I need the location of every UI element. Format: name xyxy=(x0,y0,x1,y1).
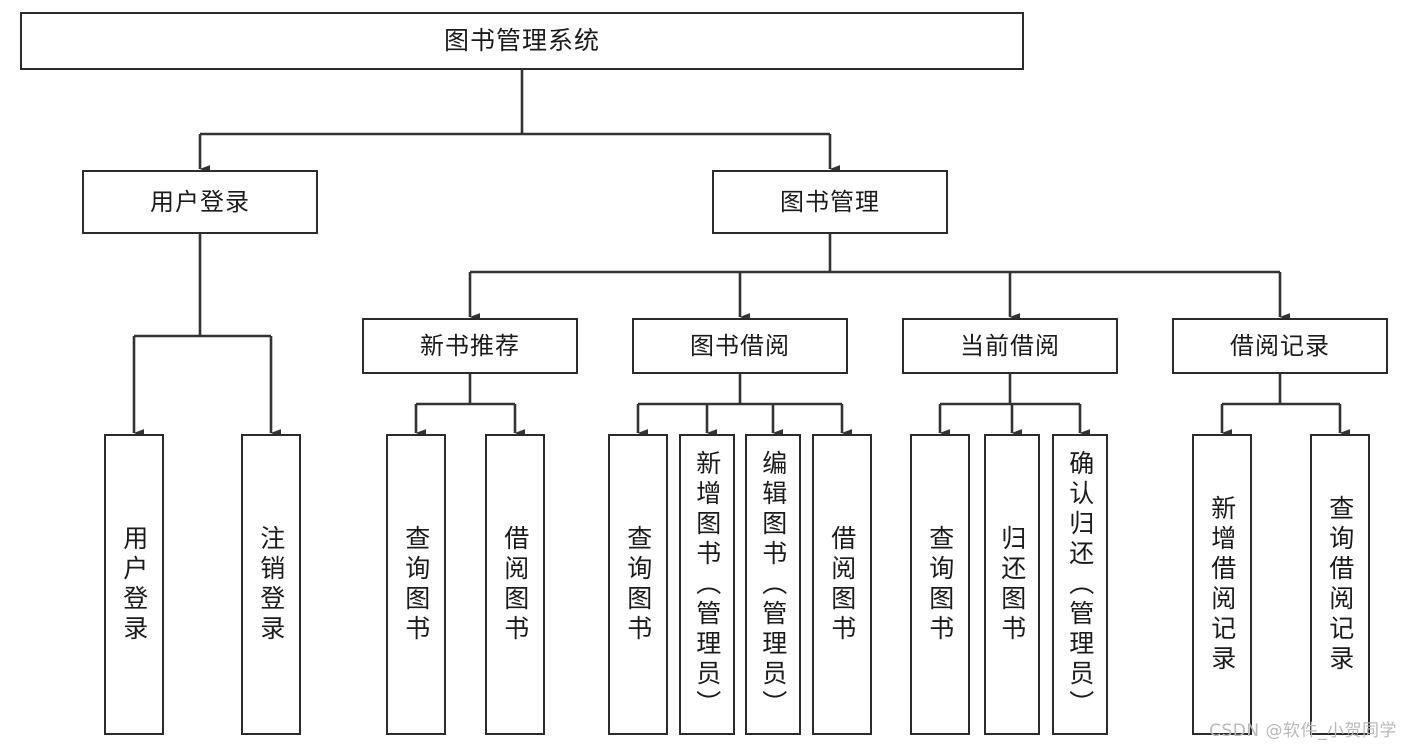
node-leaf-user-login[interactable]: 用户登录 xyxy=(104,434,164,735)
node-label: 查询图书 xyxy=(401,524,431,645)
node-leaf-bb-query-book[interactable]: 查询图书 xyxy=(608,434,668,735)
node-label: 新增借阅记录 xyxy=(1207,494,1237,675)
node-leaf-cb-confirm-return[interactable]: 确认归还（管理员） xyxy=(1052,434,1108,735)
node-l3-book-borrow[interactable]: 图书借阅 xyxy=(632,318,848,374)
node-leaf-bb-borrow-book[interactable]: 借阅图书 xyxy=(812,434,872,735)
node-leaf-br-query-record[interactable]: 查询借阅记录 xyxy=(1310,434,1370,735)
node-label: 查询借阅记录 xyxy=(1325,494,1355,675)
node-leaf-br-add-record[interactable]: 新增借阅记录 xyxy=(1192,434,1252,735)
node-label: 查询图书 xyxy=(623,524,653,645)
node-label: 借阅记录 xyxy=(1230,331,1330,360)
node-l3-new-book-rec[interactable]: 新书推荐 xyxy=(362,318,578,374)
node-label: 用户登录 xyxy=(119,524,149,645)
node-label: 新书推荐 xyxy=(420,331,520,360)
node-l3-current-borrow[interactable]: 当前借阅 xyxy=(902,318,1118,374)
node-leaf-cb-query-book[interactable]: 查询图书 xyxy=(910,434,970,735)
node-root[interactable]: 图书管理系统 xyxy=(20,12,1024,70)
node-label: 确认归还（管理员） xyxy=(1065,449,1095,720)
node-label: 查询图书 xyxy=(925,524,955,645)
node-label: 注销登录 xyxy=(256,524,286,645)
node-label: 当前借阅 xyxy=(960,331,1060,360)
node-label: 用户登录 xyxy=(150,187,250,216)
node-leaf-rec-borrow-book[interactable]: 借阅图书 xyxy=(485,434,545,735)
node-leaf-bb-add-book[interactable]: 新增图书（管理员） xyxy=(679,434,735,735)
node-label: 编辑图书（管理员） xyxy=(758,449,788,720)
node-label: 图书借阅 xyxy=(690,331,790,360)
node-l2-book-manage[interactable]: 图书管理 xyxy=(712,170,948,234)
node-l3-borrow-record[interactable]: 借阅记录 xyxy=(1172,318,1388,374)
node-label: 图书管理系统 xyxy=(443,26,600,55)
edge-group xyxy=(132,70,1351,437)
node-leaf-bb-edit-book[interactable]: 编辑图书（管理员） xyxy=(745,434,801,735)
node-label: 借阅图书 xyxy=(500,524,530,645)
node-leaf-cb-return-book[interactable]: 归还图书 xyxy=(984,434,1040,735)
node-label: 图书管理 xyxy=(780,187,880,216)
node-l2-user-login[interactable]: 用户登录 xyxy=(82,170,318,234)
node-leaf-logout[interactable]: 注销登录 xyxy=(241,434,301,735)
node-label: 借阅图书 xyxy=(827,524,857,645)
node-leaf-rec-query-book[interactable]: 查询图书 xyxy=(386,434,446,735)
node-label: 归还图书 xyxy=(997,524,1027,645)
node-label: 新增图书（管理员） xyxy=(692,449,722,720)
